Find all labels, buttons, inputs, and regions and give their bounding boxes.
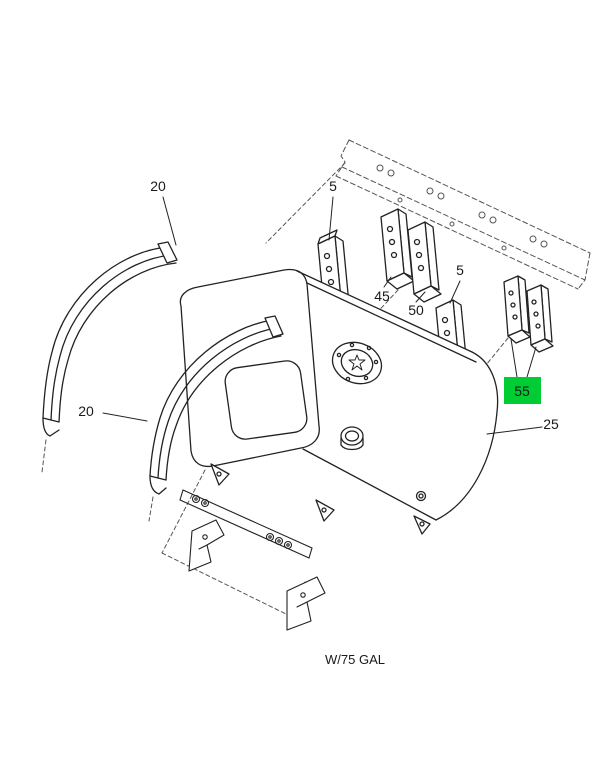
callout-55-highlight[interactable]: 55 [504,377,541,404]
callout-fuel-tank[interactable]: 25 [543,416,559,432]
frame-rail-holes [376,164,548,251]
tank-front-face [179,268,320,468]
tank-top-edge [296,270,473,353]
drain-cap [340,426,364,451]
tank-end-cap [435,351,499,521]
bracket-highlighted-pair [503,275,554,353]
leader-bracket-front-upper [328,196,334,241]
diagram-caption: W/75 GAL [325,652,385,667]
bottom-foot-bracket [286,576,326,631]
bracket-rear-right [407,221,442,303]
leader-55-right [526,346,537,378]
callout-bracket-front-upper[interactable]: 5 [329,178,337,194]
frame-rail [335,139,591,290]
tank-top-seam [306,282,477,363]
fuel-tank [179,268,499,535]
tank-bottom-edge [302,448,437,521]
callout-bracket-rear-right[interactable]: 50 [408,302,424,318]
diagram-art [41,139,591,631]
callout-bracket-front-lower[interactable]: 5 [456,262,464,278]
drain-plug [415,490,427,502]
strap-lower [149,315,284,495]
bracket-rear-left [380,208,415,290]
tank-front-recess [224,360,308,440]
leader-strap-lower [102,412,148,422]
callout-strap-lower[interactable]: 20 [78,403,94,419]
callout-labels: 20 5 45 50 5 20 25 55 [78,178,559,432]
callout-bracket-highlighted[interactable]: 55 [514,383,530,399]
leader-strap-upper [162,196,177,246]
leader-bracket-front-lower [449,280,461,304]
highlight-box[interactable] [504,377,541,404]
leader-lines [102,196,543,435]
leader-bracket-rear-left [383,276,392,288]
leader-bracket-rear-right [415,291,426,303]
leader-tank [486,426,543,435]
filler-cap [331,341,383,385]
left-foot-bracket [188,519,225,572]
mounting-hardware [179,489,326,631]
callout-strap-upper[interactable]: 20 [150,178,166,194]
strap-upper [42,241,178,437]
callout-bracket-rear-left[interactable]: 45 [374,288,390,304]
mounting-holes [191,494,293,550]
leader-55-left [510,338,518,378]
tank-mounting-tabs [210,463,431,535]
